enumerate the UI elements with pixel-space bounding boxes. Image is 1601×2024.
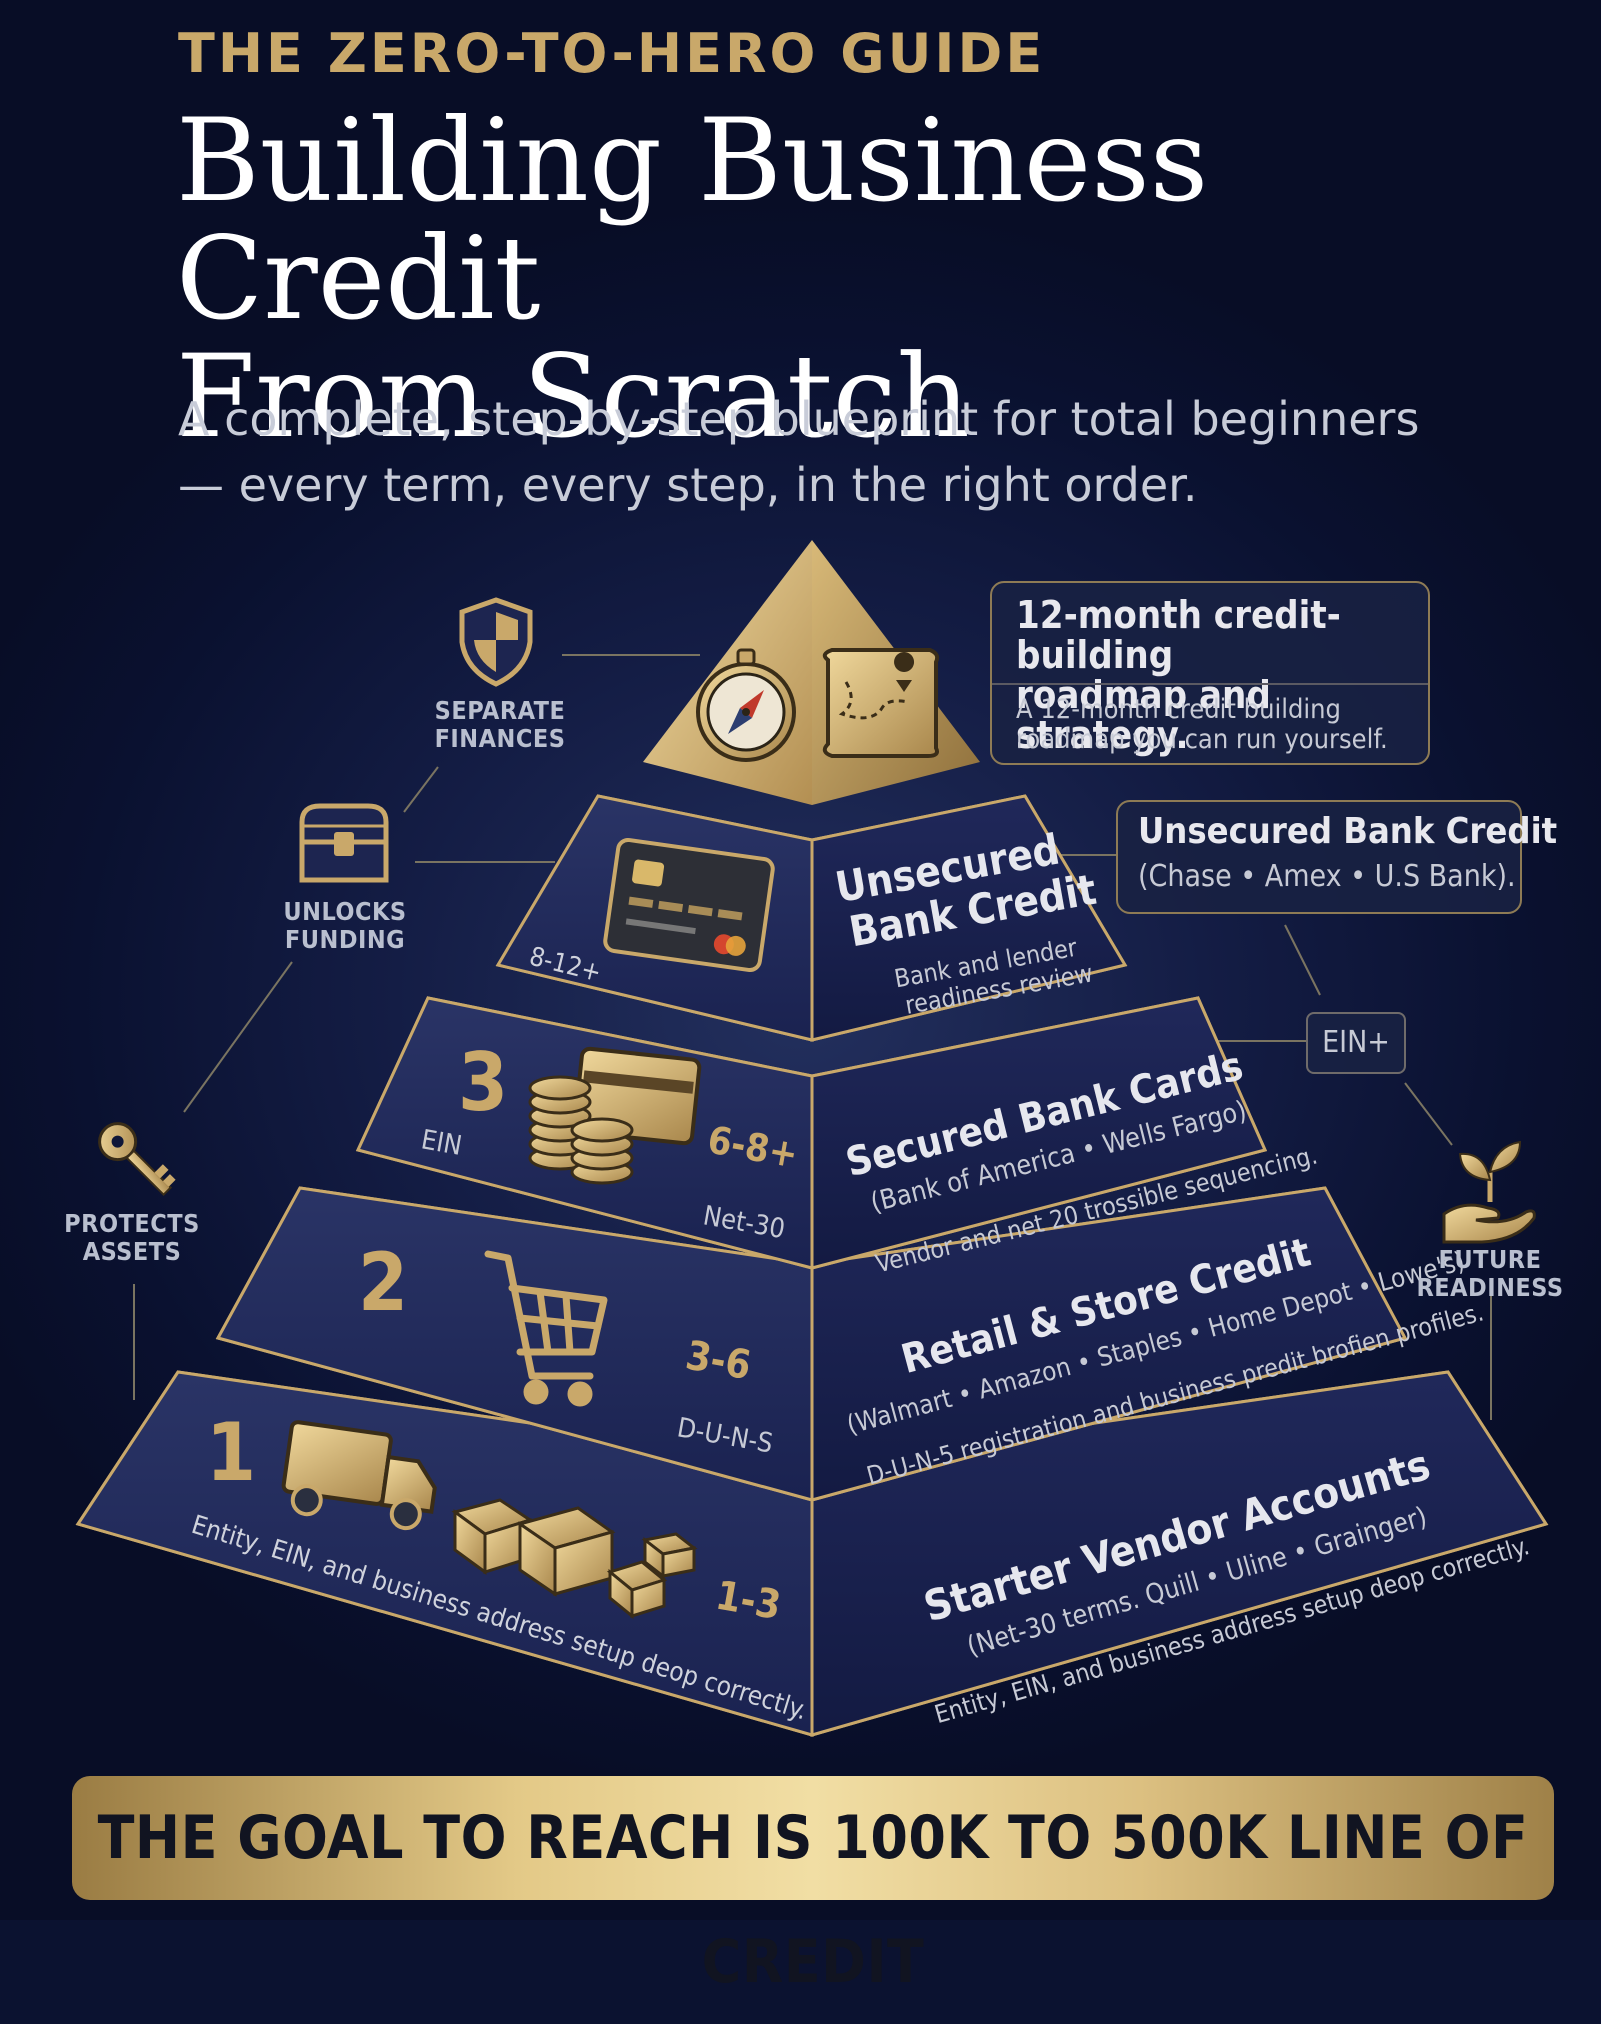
title-line-1: Building Business Credit bbox=[176, 94, 1209, 345]
tier2-number: 2 bbox=[358, 1236, 408, 1329]
tier-2 bbox=[215, 1186, 1408, 1502]
label-unlocks-funding: UNLOCKS FUNDING bbox=[265, 898, 425, 954]
tier3-left-tag: EIN bbox=[419, 1124, 464, 1162]
label-separate-finances: SEPARATE FINANCES bbox=[420, 697, 580, 753]
callout-roadmap-body-line1: A 12-month credit building bbox=[1016, 694, 1341, 725]
callout-divider bbox=[992, 683, 1428, 685]
goal-banner: THE GOAL TO REACH IS 100K TO 500K LINE O… bbox=[72, 1776, 1554, 1997]
eyebrow-heading: THE ZERO-TO-HERO GUIDE bbox=[178, 22, 1046, 85]
boxes-icon bbox=[451, 1498, 698, 1620]
tier1-number: 1 bbox=[206, 1406, 256, 1499]
credit-card-icon bbox=[603, 837, 775, 973]
tier3-number: 3 bbox=[458, 1036, 508, 1129]
subtitle-line-2: — every term, every step, in the right o… bbox=[178, 458, 1198, 512]
label-protects-assets-line1: PROTECTS bbox=[64, 1209, 200, 1238]
subtitle-line-1: A complete, step-by-step blueprint for t… bbox=[178, 392, 1420, 446]
treasure-chest-icon bbox=[299, 803, 389, 883]
callout-unsecured: Unsecured Bank Credit (Chase • Amex • U.… bbox=[1116, 800, 1557, 914]
callout-unsecured-heading: Unsecured Bank Credit bbox=[1138, 811, 1558, 852]
callout-unsecured-body: (Chase • Amex • U.S Bank). bbox=[1138, 859, 1516, 894]
pyramid-diagram: 8-12+ Unsecured Bank Credit Bank and len… bbox=[75, 540, 1549, 1737]
plant-hand-icon bbox=[1442, 1140, 1536, 1244]
title-line-2: From Scratch bbox=[176, 330, 971, 463]
subtitle: A complete, step-by-step blueprint for t… bbox=[178, 386, 1478, 518]
label-future-readiness-line2: READINESS bbox=[1416, 1273, 1564, 1302]
tier2-months: 3-6 bbox=[682, 1333, 754, 1390]
label-separate-finances-line2: FINANCES bbox=[434, 724, 566, 753]
page-title: Building Business Credit From Scratch bbox=[176, 102, 1476, 456]
shield-icon bbox=[459, 597, 533, 687]
label-unlocks-funding-line2: FUNDING bbox=[284, 925, 406, 954]
callout-roadmap-body: A 12-month credit building roadmap you c… bbox=[1016, 695, 1436, 755]
label-protects-assets: PROTECTS ASSETS bbox=[52, 1210, 212, 1266]
callout-roadmap-heading-line1: 12-month credit-building bbox=[1016, 593, 1341, 677]
callout-roadmap-body-line2: roadmap you can run yourself. bbox=[1016, 724, 1388, 755]
callout-roadmap-heading: 12-month credit-building roadmap and str… bbox=[1016, 595, 1436, 755]
label-future-readiness: FUTURE READINESS bbox=[1400, 1246, 1580, 1302]
tier-1 bbox=[75, 1370, 1549, 1737]
label-protects-assets-line2: ASSETS bbox=[82, 1237, 182, 1266]
truck-icon bbox=[281, 1420, 437, 1531]
coins-icon bbox=[528, 1046, 702, 1185]
key-icon bbox=[98, 1122, 176, 1197]
shopping-cart-icon bbox=[484, 1250, 608, 1407]
connector-lines bbox=[133, 654, 1492, 1420]
label-unlocks-funding-line1: UNLOCKS bbox=[283, 897, 407, 926]
label-future-readiness-line1: FUTURE bbox=[1438, 1245, 1542, 1274]
ein-tag: EIN+ bbox=[1306, 1012, 1406, 1074]
map-icon bbox=[822, 648, 940, 758]
compass-icon bbox=[696, 648, 796, 762]
label-separate-finances-line1: SEPARATE bbox=[434, 696, 566, 725]
callout-roadmap: 12-month credit-building roadmap and str… bbox=[990, 581, 1430, 765]
callout-roadmap-heading-line2: roadmap and strategy. bbox=[1016, 673, 1271, 757]
tier1-months: 1-3 bbox=[712, 1573, 784, 1630]
